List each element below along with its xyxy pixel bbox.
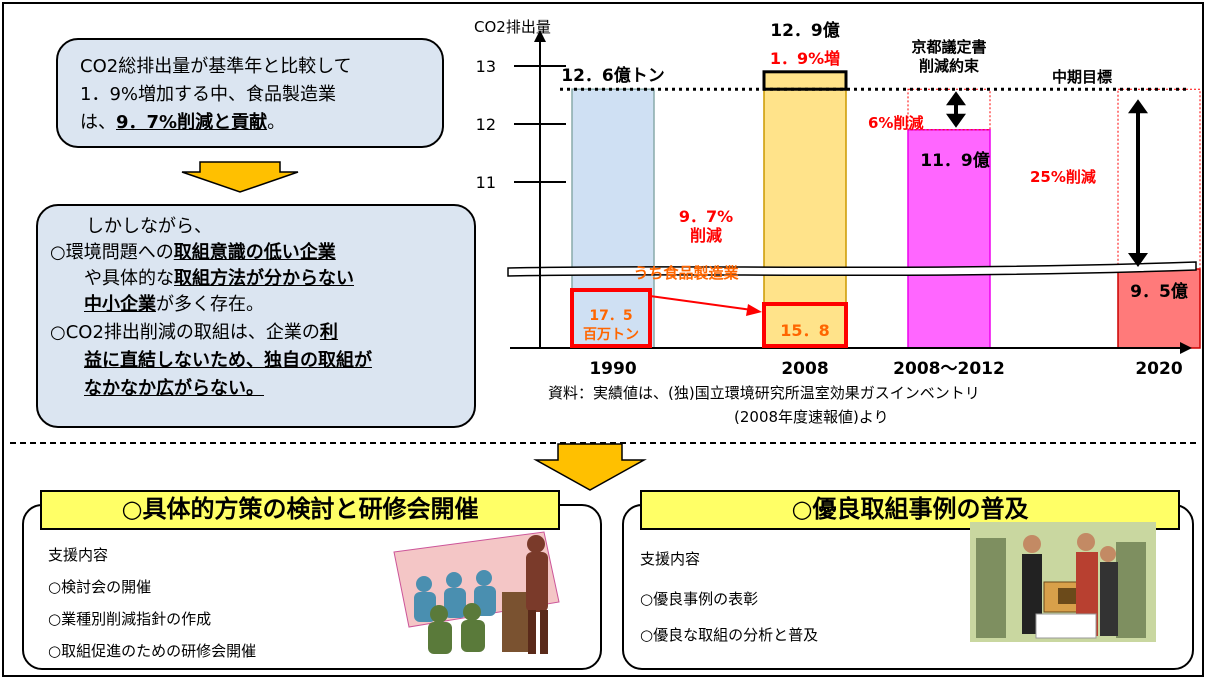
y-tick-label-13: 13 <box>476 57 496 76</box>
issue-line-3: 中小企業が多く存在。 <box>84 294 264 315</box>
value-label-1990: 12．6億トン <box>561 65 665 86</box>
mid-target-label: 中期目標 <box>1052 68 1112 86</box>
x-tick-label-1990: 1990 <box>589 359 636 379</box>
sub-value-label-2008: 15．8 <box>780 321 829 340</box>
divider <box>10 442 1196 444</box>
panel-study-title: ○具体的方策の検討と研修会開催 <box>40 490 560 530</box>
summary-line-2: 1．9%増加する中、食品製造業 <box>80 84 337 105</box>
bar-2020 <box>1117 268 1201 349</box>
panel-cases-item-1: ○優良事例の表彰 <box>640 590 759 608</box>
mid-cut-arrow-head-top <box>1128 99 1148 114</box>
kyoto-cut-arrow-head-top <box>946 91 966 106</box>
issue-box <box>36 204 476 428</box>
x-axis-arrow <box>1180 342 1192 354</box>
increase-label: 1．9%増 <box>770 49 840 68</box>
sub-bar-1990 <box>570 288 652 348</box>
x-tick-label-2008〜2012: 2008〜2012 <box>893 359 1005 379</box>
panel-study-item-3: ○取組促進のための研修会開催 <box>48 642 257 660</box>
source-line-1: 資料：実績値は、(独)国立環境研究所温室効果ガスインベントリ <box>548 384 980 402</box>
x-tick-label-2020: 2020 <box>1135 359 1182 379</box>
summary-line-1: CO2総排出量が基準年と比較して <box>80 56 352 77</box>
sub-series-name: うち食品製造業 <box>633 264 739 282</box>
summary-line-3: は、9．7%削減と貢献。 <box>80 112 286 133</box>
panel-cases-label: 支援内容 <box>640 550 701 568</box>
value-label-2008-2012: 11．9億 <box>920 150 990 171</box>
y-tick-label-11: 11 <box>476 173 496 192</box>
sub-trend-arrowhead <box>746 304 762 316</box>
kyoto-cut-label: 6%削減 <box>868 114 923 132</box>
panel-study-item-2: ○業種別削減指針の作成 <box>48 610 212 628</box>
panel-study-item-1: ○検討会の開催 <box>48 578 152 596</box>
sub-bar-2008 <box>762 302 848 348</box>
panel-cases-item-2: ○優良な取組の分析と普及 <box>640 626 819 644</box>
issue-line-6: なかなか広がらない。 <box>84 378 264 399</box>
issue-intro: しかしながら、 <box>86 216 212 237</box>
kyoto-cut-arrow-head-bottom <box>946 113 966 128</box>
issue-line-2: や具体的な取組方法が分からない <box>84 268 354 289</box>
issue-line-5: 益に直結しないため、独自の取組が <box>84 350 372 371</box>
value-label-2008: 12．9億 <box>770 20 840 41</box>
issue-line-4: ○CO2排出削減の取組は、企業の利 <box>50 322 338 343</box>
axis-break <box>507 261 1197 277</box>
seminar-illustration <box>393 531 560 654</box>
mid-cut-box <box>1117 88 1201 270</box>
kyoto-title: 京都議定書削減約束 <box>911 38 986 75</box>
co2-chart: 11 12 13 CO2排出量 1990 2008 2008〜2012 2020 12．6億トン… <box>474 18 1201 379</box>
kyoto-cut-box <box>907 88 991 131</box>
food-cut-label: 9．7%削減 <box>679 207 733 245</box>
y-tick-label-12: 12 <box>476 115 496 134</box>
panel-study-label: 支援内容 <box>48 546 109 564</box>
x-tick-label-2008: 2008 <box>781 359 828 379</box>
value-label-2020: 9．5億 <box>1130 281 1188 302</box>
source-line-2: (2008年度速報値)より <box>734 408 889 426</box>
mid-cut-label: 25%削減 <box>1030 168 1096 186</box>
y-axis-arrow <box>534 30 546 42</box>
arrow-down-icon <box>533 443 647 491</box>
bar-1990 <box>571 88 655 349</box>
summary-box <box>56 38 444 148</box>
arrow-down-icon <box>181 161 299 193</box>
sub-trend-line <box>649 295 753 311</box>
y-axis-label: CO2排出量 <box>474 18 551 36</box>
mid-cut-arrow-head-bottom <box>1128 253 1148 267</box>
award-illustration <box>970 522 1156 642</box>
panel-cases-title: ○優良取組事例の普及 <box>640 490 1180 530</box>
issue-line-1: ○環境問題への取組意識の低い企業 <box>50 242 336 263</box>
bar-2008 <box>763 71 847 349</box>
